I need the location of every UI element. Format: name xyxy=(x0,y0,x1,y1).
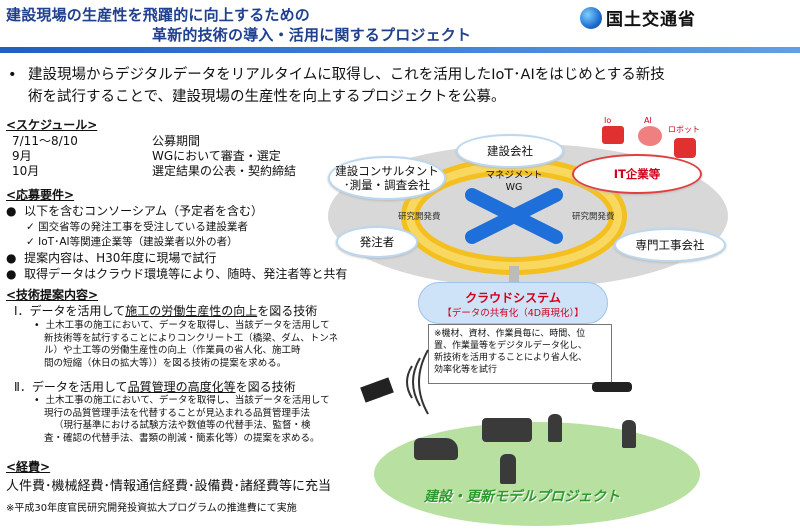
schedule-date: 9月 xyxy=(12,149,32,163)
io-label: Io xyxy=(604,116,612,125)
node-specialty-contractor: 専門工事会社 xyxy=(614,228,726,262)
title-line-1: 建設現場の生産性を飛躍的に向上するための xyxy=(6,6,311,24)
ministry-emblem-icon xyxy=(580,6,602,29)
cloud-subtitle: 【データの共有化（4D再現化）】 xyxy=(442,308,584,319)
cloud-title: クラウドシステム xyxy=(465,291,561,305)
node-it-company: IT企業等 xyxy=(572,154,702,194)
node-orderer: 発注者 xyxy=(336,226,418,258)
mixer-truck-icon xyxy=(414,438,458,460)
intro-bullet: • xyxy=(8,67,17,83)
node-consultant: 建設コンサルタント ･測量・調査会社 xyxy=(328,156,446,200)
schedule-desc: WGにおいて審査・選定 xyxy=(152,149,281,163)
dump-truck-icon xyxy=(482,418,532,442)
worker-icon xyxy=(500,454,516,484)
schedule-date: 10月 xyxy=(12,164,40,178)
schedule-desc: 選定結果の公表・契約締結 xyxy=(152,164,297,178)
worker-icon xyxy=(622,420,636,448)
drone-icon xyxy=(592,382,632,392)
proposal-1-detail: • 土木工事の施工において、データを取得し、当該データを活用して 新技術等を試行… xyxy=(34,320,339,369)
requirements-heading: <応募要件> xyxy=(6,188,75,202)
intro-line-2: 術を試行することで、建設現場の生産性を向上するプロジェクトを公募。 xyxy=(28,89,506,105)
brain-icon xyxy=(638,126,662,146)
expenses-heading: <経費> xyxy=(6,460,51,474)
worker-icon xyxy=(548,414,562,442)
requirement-check: ✓ 国交省等の発注工事を受注している建設業者 xyxy=(26,221,248,233)
proposal-2-detail: • 土木工事の施工において、データを取得し、当該データを活用して 現行の品質管理… xyxy=(34,395,330,444)
cloud-note: ※機材、資材、作業員毎に、時間、位 置、作業量等をデジタルデータ化し、 新技術を… xyxy=(428,324,612,384)
cross-icon xyxy=(465,188,563,244)
cloud-system: クラウドシステム 【データの共有化（4D再現化）】 xyxy=(418,282,608,324)
intro-paragraph: • 建設現場からデジタルデータをリアルタイムに取得し、これを活用したIoT･AI… xyxy=(8,64,688,108)
model-project-label: 建設・更新モデルプロジェクト xyxy=(424,489,620,505)
schedule-date: 7/11～8/10 xyxy=(12,134,78,148)
proposal-item-1: Ⅰ．データを活用して施工の労働生産性の向上を図る技術 xyxy=(14,304,318,318)
title-line-2: 革新的技術の導入・活用に関するプロジェクト xyxy=(152,26,472,44)
rd-cost-left: 研究開発費 xyxy=(398,212,441,222)
node-construction-company: 建設会社 xyxy=(456,134,564,168)
expenses-note: ※平成30年度官民研究開発投資拡大プログラムの推進費にて実施 xyxy=(6,503,297,514)
requirement-item: ● 以下を含むコンソーシアム（予定者を含む） xyxy=(6,204,264,218)
proposal-heading: <技術提案内容> xyxy=(6,288,99,302)
requirement-check: ✓ IoT･AI等関連企業等（建設業者以外の者） xyxy=(26,236,238,248)
robot-label: ロボット xyxy=(668,125,700,134)
expenses-text: 人件費･機械経費･情報通信経費･設備費･諸経費等に充当 xyxy=(6,479,332,494)
schedule-desc: 公募期間 xyxy=(152,134,201,148)
rd-cost-right: 研究開発費 xyxy=(572,212,615,222)
schedule-heading: <スケジュール> xyxy=(6,118,98,132)
ai-label: AI xyxy=(644,116,652,125)
title-divider xyxy=(0,47,800,53)
iot-device-icon xyxy=(602,126,624,144)
robot-icon xyxy=(674,138,696,158)
intro-line-1: 建設現場からデジタルデータをリアルタイムに取得し、これを活用したIoT･AIをは… xyxy=(28,67,665,83)
project-diagram: 建設会社 建設コンサルタント ･測量・調査会社 IT企業等 発注者 専門工事会社… xyxy=(322,116,800,532)
requirement-item: ● 提案内容は、H30年度に現場で試行 xyxy=(6,251,217,265)
ministry-name: 国土交通省 xyxy=(606,10,696,30)
management-wg: マネジメント WG xyxy=(485,170,543,193)
ministry-logo: 国土交通省 xyxy=(580,5,696,30)
requirement-item: ● 取得データはクラウド環境等により、随時、発注者等と共有 xyxy=(6,267,348,281)
proposal-item-2: Ⅱ．データを活用して品質管理の高度化等を図る技術 xyxy=(14,380,296,394)
